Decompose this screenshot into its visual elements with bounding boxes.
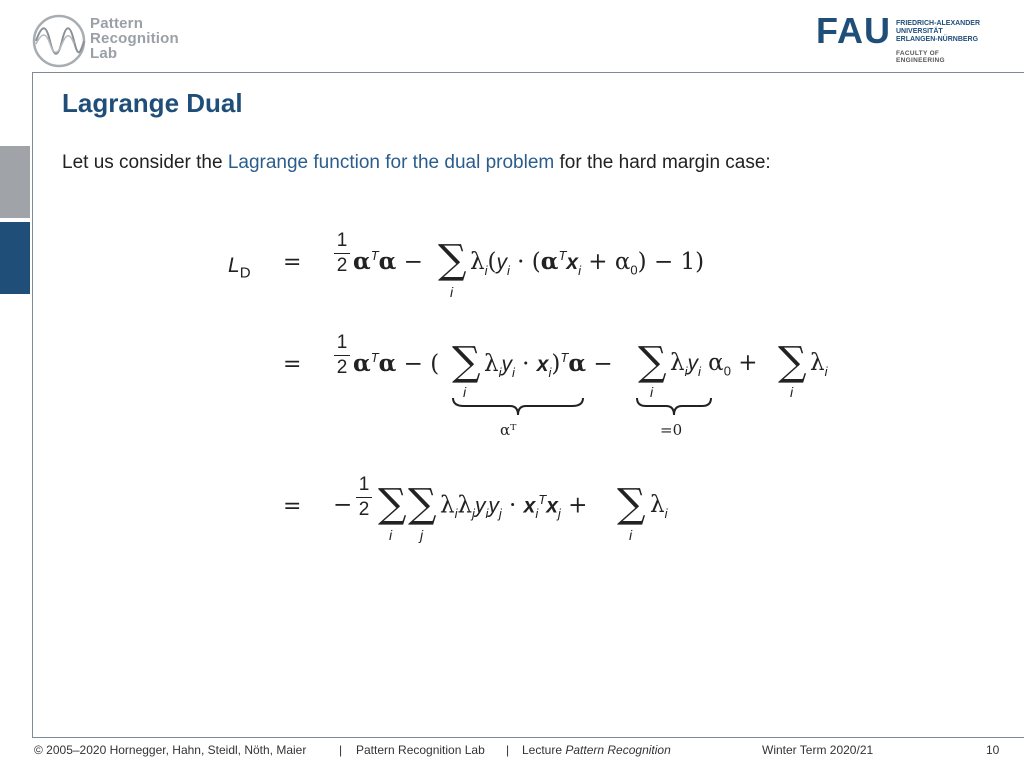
lab-logo-icon bbox=[32, 14, 86, 68]
row3-sum-j: ∑ bbox=[408, 481, 437, 527]
bottom-rule bbox=[32, 737, 1024, 738]
footer-lecture-name: Pattern Recognition bbox=[565, 743, 671, 757]
fau-faculty: FACULTY OF ENGINEERING bbox=[896, 50, 945, 64]
side-nav-block-gray bbox=[0, 146, 30, 218]
equals-2: = bbox=[283, 352, 302, 377]
row2-term-c: λiyi α0 + bbox=[670, 350, 758, 379]
row3-term-a: λiλjyiyj · xiTxj + bbox=[440, 492, 588, 522]
underbrace-1 bbox=[452, 397, 584, 416]
row2-sum-1-index: i bbox=[463, 384, 467, 400]
row2-sum-1: ∑ bbox=[452, 339, 481, 385]
lhs-symbol: L bbox=[228, 254, 240, 277]
intro-before: Let us consider the bbox=[62, 152, 228, 173]
row2-sum-3: ∑ bbox=[778, 339, 807, 385]
fraction-1-num: 1 bbox=[336, 230, 348, 251]
footer-lecture-prefix: Lecture bbox=[522, 743, 566, 757]
row2-sum-2: ∑ bbox=[638, 339, 667, 385]
fau-line-1: FRIEDRICH-ALEXANDER bbox=[896, 20, 980, 27]
footer-copyright: © 2005–2020 Hornegger, Hahn, Steidl, Nöt… bbox=[34, 743, 307, 757]
underbrace-2-label: =0 bbox=[660, 421, 683, 439]
lab-logo-text: Pattern Recognition Lab bbox=[90, 16, 179, 61]
underbrace-1-label: αᵀ bbox=[500, 421, 517, 439]
footer-term: Winter Term 2020/21 bbox=[762, 743, 874, 757]
intro-text: Let us consider the Lagrange function fo… bbox=[62, 152, 771, 174]
row1-term-b: λi(yi · (αTxi + α0) − 1) bbox=[470, 248, 705, 278]
row2-sum-3-index: i bbox=[790, 384, 794, 400]
row3-sum-last: ∑ bbox=[617, 481, 646, 527]
fau-name: FRIEDRICH-ALEXANDER UNIVERSITÄT ERLANGEN… bbox=[896, 20, 980, 44]
row2-sum-2-index: i bbox=[650, 384, 654, 400]
row1-term-a: αTα − bbox=[353, 248, 423, 275]
row1-sum: ∑ bbox=[438, 237, 467, 283]
fraction-2-num: 1 bbox=[336, 332, 348, 353]
top-rule bbox=[32, 72, 1024, 73]
logo-line-3: Lab bbox=[90, 45, 118, 62]
fraction-3-num: 1 bbox=[358, 474, 370, 495]
left-rule bbox=[32, 72, 33, 737]
footer-lecture: Lecture Pattern Recognition bbox=[522, 743, 671, 757]
logo-line-2: Recognition bbox=[90, 30, 179, 47]
row3-sum-i: ∑ bbox=[378, 481, 407, 527]
lhs: LD bbox=[228, 252, 251, 282]
side-nav-block-blue bbox=[0, 222, 30, 294]
intro-after: for the hard margin case: bbox=[554, 152, 771, 173]
pattern-recognition-lab-logo: Pattern Recognition Lab bbox=[32, 12, 192, 70]
footer-page-number: 10 bbox=[986, 743, 1000, 757]
logo-line-1: Pattern bbox=[90, 15, 144, 32]
fau-mark: FAU bbox=[816, 10, 891, 51]
row3-term-b: λi bbox=[650, 492, 668, 521]
row2-term-b: λiyi · xi)Tα − bbox=[484, 350, 613, 380]
slide-title: Lagrange Dual bbox=[62, 88, 243, 118]
fau-logo: FAU FRIEDRICH-ALEXANDER UNIVERSITÄT ERLA… bbox=[816, 10, 986, 65]
underbrace-2 bbox=[636, 397, 712, 416]
fraction-2: 1 2 bbox=[334, 332, 350, 379]
lhs-subscript: D bbox=[239, 264, 251, 282]
equals-3: = bbox=[283, 494, 302, 519]
footer-sep-1: | bbox=[339, 743, 343, 757]
fraction-1-den: 2 bbox=[336, 255, 348, 277]
row3-sum-last-index: i bbox=[629, 527, 633, 543]
fau-line-2: UNIVERSITÄT bbox=[896, 28, 943, 35]
row2-term-d: λi bbox=[810, 350, 828, 379]
fraction-1: 1 2 bbox=[334, 230, 350, 277]
footer-sep-2: | bbox=[506, 743, 510, 757]
row3-sum-j-index: j bbox=[420, 527, 424, 543]
footer-lab: Pattern Recognition Lab bbox=[356, 743, 485, 757]
fau-line-3: ERLANGEN-NÜRNBERG bbox=[896, 36, 979, 43]
fraction-3: 1 2 bbox=[356, 474, 372, 521]
fraction-3-den: 2 bbox=[358, 499, 370, 521]
equals-1: = bbox=[283, 250, 302, 275]
row1-sum-index: i bbox=[450, 284, 454, 300]
row3-minus: − bbox=[333, 492, 353, 518]
row2-term-a: αTα − ( bbox=[353, 350, 440, 377]
fraction-2-den: 2 bbox=[336, 357, 348, 379]
intro-highlight: Lagrange function for the dual problem bbox=[227, 152, 555, 173]
row3-sum-i-index: i bbox=[389, 527, 393, 543]
